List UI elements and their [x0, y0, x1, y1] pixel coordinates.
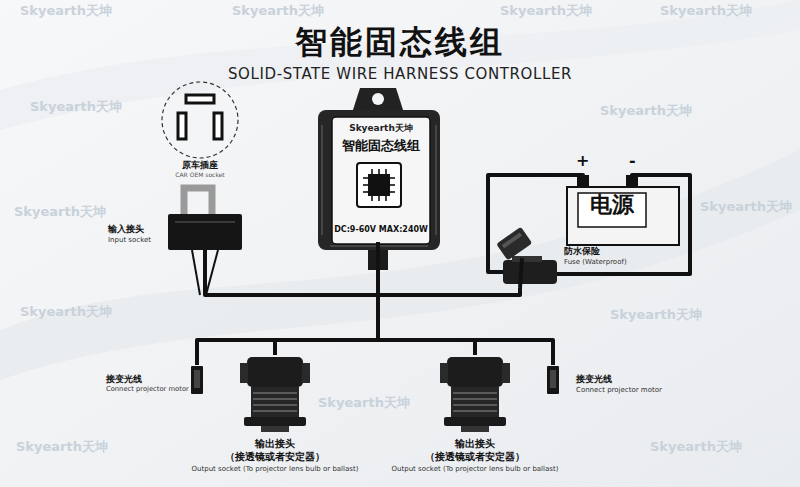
background-swoosh: [0, 150, 800, 380]
mounting-tab: [352, 88, 404, 113]
watermark: Skyearth天坤: [318, 396, 410, 411]
controller-housing: [318, 110, 440, 250]
mounting-hole: [372, 93, 384, 105]
fuse-holder: [488, 227, 557, 288]
node-text: 输入接头: [108, 224, 166, 234]
node-text: 防水保险: [564, 246, 652, 256]
battery-box: 电源: [567, 187, 679, 245]
node-text: （接透镜或者安定器）: [190, 451, 360, 463]
motor-connector: 接变光线 Connect projector motor: [546, 365, 676, 397]
node-text: 输出接头: [190, 438, 360, 450]
oem-socket: 原车插座 CAR OEM socket: [150, 80, 250, 180]
node-text: 接变光线: [106, 374, 190, 384]
oem-socket-outline: [162, 82, 238, 158]
output-socket: 输出接头（接透镜或者安定器） Output socket (To projecto…: [390, 355, 560, 477]
node-text: （接透镜或者安定器）: [390, 451, 560, 463]
watermark: Skyearth天坤: [16, 440, 108, 455]
watermark: Skyearth天坤: [650, 440, 742, 455]
watermark: Skyearth天坤: [20, 305, 112, 320]
node-text: Fuse (Waterproof): [564, 258, 652, 266]
fuse: 防水保险 Fuse (Waterproof): [484, 228, 654, 288]
node-text: 智能固态线组: [334, 139, 428, 154]
wire: [378, 242, 520, 295]
output-socket: [240, 357, 310, 432]
watermark: Skyearth天坤: [600, 104, 692, 119]
motor-connector: 接变光线 Connect projector motor: [104, 365, 204, 397]
node-text: 电源: [578, 192, 646, 217]
output-socket: 输出接头（接透镜或者安定器） Output socket (To projecto…: [190, 355, 360, 477]
node-text: Skyearth天坤: [334, 123, 428, 133]
node-text: Connect projector motor: [106, 386, 190, 394]
node-text: CAR OEM socket: [150, 172, 250, 179]
output-socket: [440, 357, 510, 432]
controller-face: [332, 117, 430, 244]
wire: [197, 242, 378, 365]
battery-wire: [556, 175, 690, 274]
subtitle: SOLID-STATE WIRE HARNESS CONTROLLER: [0, 66, 800, 83]
node-text: Output socket (To projector lens bulb or…: [190, 465, 360, 473]
watermark: Skyearth天坤: [30, 100, 122, 115]
controller-box: Skyearth天坤智能固态线组 DC:9-60V MAX:240W: [334, 118, 428, 242]
watermark: Skyearth天坤: [610, 308, 702, 323]
node-text: 输出接头: [390, 438, 560, 450]
watermark: Skyearth天坤: [14, 205, 106, 220]
wire: [275, 242, 378, 355]
terminal-sign: +: [576, 152, 589, 170]
node-text: DC:9-60V MAX:240W: [334, 225, 428, 234]
watermark: Skyearth天坤: [232, 4, 324, 19]
watermark: Skyearth天坤: [700, 200, 792, 215]
input-socket: 输入接头 Input socket: [108, 183, 248, 250]
diagram-title: 智能固态线组: [0, 24, 800, 61]
oem-socket-pins: [178, 95, 222, 139]
wire: [205, 242, 378, 295]
chip-icon: [357, 163, 401, 207]
node-text: Input socket: [108, 236, 166, 244]
terminal-sign: -: [629, 152, 636, 170]
node-text: 原车插座: [150, 160, 250, 170]
node-text: Output socket (To projector lens bulb or…: [390, 465, 560, 473]
watermark: Skyearth天坤: [20, 4, 112, 19]
motor-connector: [191, 366, 203, 394]
wire: [378, 242, 553, 365]
motor-connector: [547, 366, 559, 394]
node-text: Connect projector motor: [576, 386, 672, 394]
watermark: Skyearth天坤: [500, 4, 592, 19]
motor-connector-pin: [194, 370, 200, 388]
node-text: 接变光线: [576, 374, 672, 384]
motor-connector-pin: [550, 370, 556, 388]
watermark: Skyearth天坤: [660, 4, 752, 19]
wire: [488, 175, 583, 228]
